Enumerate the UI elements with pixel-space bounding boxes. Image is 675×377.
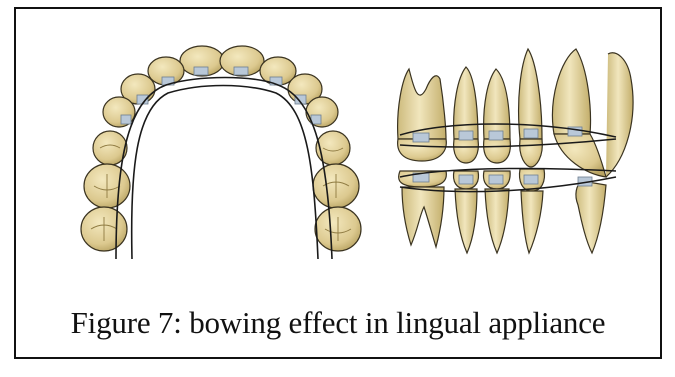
figure-frame: Figure 7: bowing effect in lingual appli… xyxy=(14,7,662,359)
dental-arch-occlusal-view xyxy=(81,46,361,259)
teeth-lateral-view xyxy=(398,49,633,253)
figure-caption: Figure 7: bowing effect in lingual appli… xyxy=(16,305,660,341)
figure-illustration xyxy=(16,9,660,299)
